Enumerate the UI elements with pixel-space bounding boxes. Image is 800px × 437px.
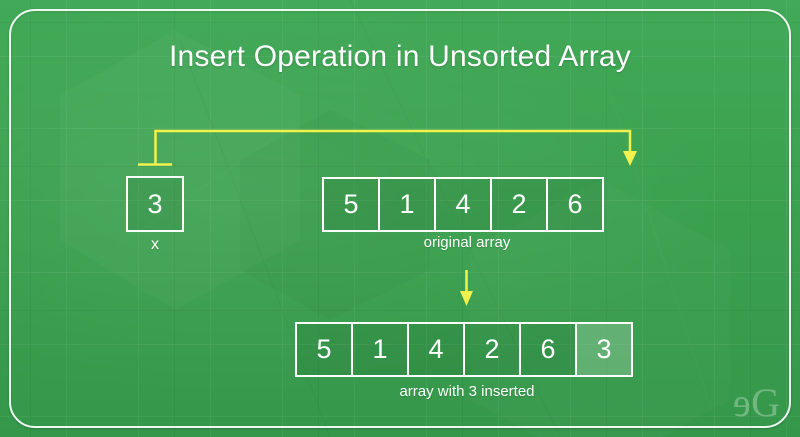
array-cell: 2	[463, 322, 521, 377]
x-element-label: x	[151, 236, 159, 253]
gfg-g: G	[751, 380, 780, 425]
x-element-cell: 3	[126, 176, 184, 232]
original-array-caption: original array	[423, 234, 511, 251]
array-cell: 4	[434, 177, 492, 232]
gfg-mirrored-e: e	[735, 380, 752, 425]
result-array-caption: array with 3 inserted	[399, 383, 535, 400]
array-cell: 6	[546, 177, 604, 232]
x-element-box: 3	[126, 176, 184, 232]
array-cell: 1	[351, 322, 409, 377]
original-array: 5 1 4 2 6	[322, 177, 604, 232]
result-array: 5 1 4 2 6 3	[295, 322, 633, 377]
array-cell: 2	[490, 177, 548, 232]
array-cell: 1	[378, 177, 436, 232]
array-cell: 5	[295, 322, 353, 377]
array-cell: 6	[519, 322, 577, 377]
geeksforgeeks-logo: eG	[735, 380, 780, 425]
array-cell: 5	[322, 177, 380, 232]
array-cell-inserted: 3	[575, 322, 633, 377]
page-title: Insert Operation in Unsorted Array	[168, 40, 631, 73]
array-cell: 4	[407, 322, 465, 377]
